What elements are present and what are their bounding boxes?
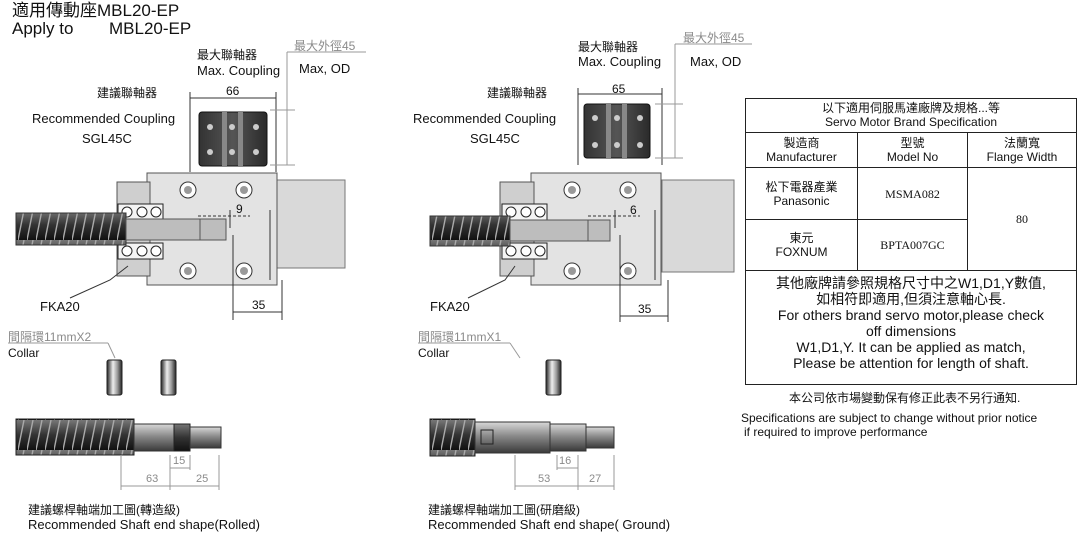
left-shaft-cn: 建議螺桿軸端加工圖(轉造級) [28, 503, 180, 517]
left-collar-cn: 間隔環11mmX2 [8, 330, 92, 344]
note-line-6: Please be attention for length of shaft. [793, 355, 1029, 371]
right-assembly [429, 43, 752, 322]
left-max-od-en: Max, OD [299, 61, 351, 76]
left-coupling [198, 111, 268, 167]
col-header-flange: 法蘭寬 Flange Width [968, 132, 1076, 167]
row-1-maker: 松下電器產業 Panasonic [746, 168, 858, 219]
left-rec-coupling-en: Recommended Coupling [32, 111, 176, 126]
col-flange-en: Flange Width [986, 149, 1058, 164]
note-line-2: 如相符即適用,但須注意軸心長. [816, 291, 1006, 307]
header-title-cn: 適用傳動座MBL20-EP [12, 1, 180, 20]
right-shaft-en: Recommended Shaft end shape( Ground) [428, 517, 671, 532]
right-rec-coupling-en: Recommended Coupling [413, 111, 557, 126]
footer-en-line1: Specifications are subject to change wit… [741, 411, 1038, 425]
left-dim-length: 35 [252, 298, 266, 312]
flange-width-value: 80 [968, 168, 1076, 271]
spec-title-cn: 以下適用伺服馬達廠牌及規格...等 [821, 101, 1000, 115]
table-row: 松下電器產業 Panasonic MSMA082 [746, 168, 968, 220]
left-dim-coupling: 66 [226, 84, 240, 98]
right-collar-en: Collar [418, 346, 450, 360]
right-dim-length: 35 [638, 302, 652, 316]
row-1-maker-en: Panasonic [773, 193, 830, 208]
right-shaft-dim-2: 53 [538, 473, 551, 485]
col-manufacturer-cn: 製造商 [783, 135, 820, 150]
left-coupling-model: SGL45C [82, 131, 132, 146]
row-2-maker: 東元 FOXNUM [746, 220, 858, 270]
right-coupling [583, 103, 651, 159]
right-dim-gap: 6 [630, 203, 637, 217]
left-assembly [15, 51, 366, 320]
left-max-coupling-en: Max. Coupling [197, 63, 281, 78]
spec-note: 其他廠牌請參照規格尺寸中之W1,D1,Y數值, 如相符即適用,但須注意軸心長. … [746, 275, 1076, 371]
right-collars [418, 342, 562, 396]
right-shaft-dim-3: 27 [589, 473, 602, 485]
left-shaft-dim-3: 25 [196, 473, 209, 485]
footer-en-line2: if required to improve performance [744, 425, 928, 439]
left-rec-coupling-cn: 建議聯軸器 [97, 86, 158, 100]
col-header-manufacturer: 製造商 Manufacturer [746, 132, 858, 167]
right-max-coupling-en: Max. Coupling [578, 54, 662, 69]
spec-title-en: Servo Motor Brand Specification [824, 115, 998, 129]
right-rec-coupling-cn: 建議聯軸器 [487, 86, 548, 100]
note-line-5: W1,D1,Y. It can be applied as match, [796, 339, 1026, 355]
right-max-od-en: Max, OD [690, 54, 742, 69]
note-line-4: off dimensions [865, 323, 956, 339]
right-dim-coupling: 65 [612, 82, 626, 96]
row-2-maker-en: FOXNUM [775, 245, 828, 259]
left-bearing-label: FKA20 [40, 299, 80, 314]
note-line-3: For others brand servo motor,please chec… [777, 307, 1045, 323]
footer-cn: 本公司依市場變動保有修正此表不另行通知. [789, 391, 1021, 405]
right-max-od-cn: 最大外徑45 [683, 31, 745, 45]
note-line-1: 其他廠牌請參照規格尺寸中之W1,D1,Y數值, [776, 275, 1046, 291]
right-max-coupling-cn: 最大聯軸器 [578, 40, 639, 54]
right-bearing-label: FKA20 [430, 299, 470, 314]
spec-table-header: 以下適用伺服馬達廠牌及規格...等 Servo Motor Brand Spec… [746, 99, 1076, 133]
left-dim-gap: 9 [236, 202, 243, 216]
right-collar-cn: 間隔環11mmX1 [418, 330, 502, 344]
left-max-coupling-cn: 最大聯軸器 [197, 48, 258, 62]
left-shaft-dim-2: 63 [146, 473, 159, 485]
right-coupling-model: SGL45C [470, 131, 520, 146]
header-apply-label: Apply to [12, 19, 74, 38]
left-shaft-end [15, 418, 222, 490]
table-row: 東元 FOXNUM BPTA007GC [746, 220, 968, 271]
right-shaft-end [429, 418, 615, 490]
row-2-model: BPTA007GC [858, 220, 968, 270]
left-collar-en: Collar [8, 346, 40, 360]
right-shaft-cn: 建議螺桿軸端加工圖(研磨級) [428, 503, 580, 517]
left-max-od-cn: 最大外徑45 [294, 39, 356, 53]
right-shaft-dim-1: 16 [559, 455, 572, 467]
row-2-maker-cn: 東元 [789, 231, 814, 245]
col-manufacturer-en: Manufacturer [766, 149, 837, 164]
left-shaft-en: Recommended Shaft end shape(Rolled) [28, 517, 260, 532]
col-model-en: Model No [886, 149, 939, 164]
col-header-model: 型號 Model No [858, 132, 968, 167]
header-apply-model: MBL20-EP [109, 19, 192, 38]
left-shaft-dim-1: 15 [173, 455, 186, 467]
row-1-model: MSMA082 [858, 168, 968, 219]
col-model-cn: 型號 [900, 135, 925, 150]
col-flange-cn: 法蘭寬 [1003, 135, 1040, 150]
left-collars [8, 342, 177, 396]
spec-column-headers: 製造商 Manufacturer 型號 Model No 法蘭寬 Flange … [746, 132, 1076, 168]
row-1-maker-cn: 松下電器產業 [765, 179, 838, 194]
spec-table: 以下適用伺服馬達廠牌及規格...等 Servo Motor Brand Spec… [745, 98, 1077, 385]
